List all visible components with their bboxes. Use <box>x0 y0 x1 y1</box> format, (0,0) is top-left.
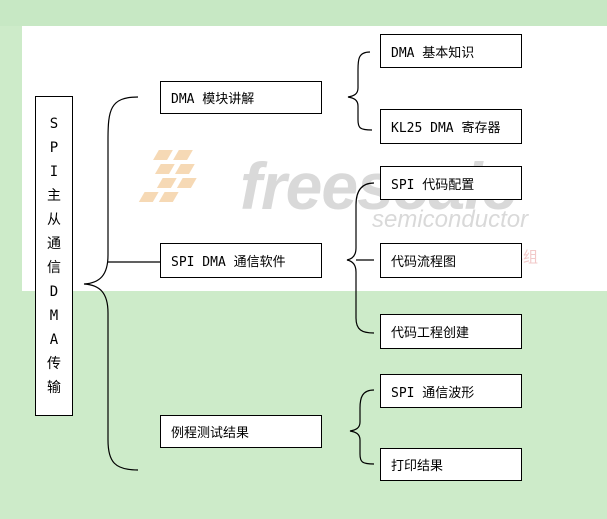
branch3-brace <box>349 389 375 465</box>
branch2-brace <box>346 182 375 334</box>
leaf-node-print-results: 打印结果 <box>380 448 522 481</box>
root-char: I <box>49 164 59 180</box>
root-char: P <box>49 140 59 156</box>
leaf-node-spi-code-config: SPI 代码配置 <box>380 166 522 200</box>
root-char: D <box>49 284 59 300</box>
root-char: A <box>49 332 59 348</box>
root-node: S P I 主 从 通 信 D M A 传 输 <box>35 96 73 416</box>
branch1-brace <box>347 51 373 131</box>
root-char: 从 <box>47 212 61 228</box>
root-char: 信 <box>47 260 61 276</box>
branch-node-spi-dma-software: SPI DMA 通信软件 <box>160 243 322 278</box>
leaf-node-kl25-dma-registers: KL25 DMA 寄存器 <box>380 109 522 144</box>
branch-node-dma-module: DMA 模块讲解 <box>160 81 322 114</box>
top-green-strip <box>0 0 607 26</box>
root-brace <box>83 96 139 471</box>
root-char: 主 <box>47 188 61 204</box>
leaf-node-code-project-creation: 代码工程创建 <box>380 314 522 349</box>
root-char: 通 <box>47 236 61 252</box>
root-char: 输 <box>47 380 61 396</box>
root-char: M <box>49 308 59 324</box>
leaf-node-code-flowchart: 代码流程图 <box>380 243 522 278</box>
leaf-node-dma-basics: DMA 基本知识 <box>380 34 522 68</box>
root-char: 传 <box>47 356 61 372</box>
branch-node-test-results: 例程测试结果 <box>160 415 322 448</box>
root-char: S <box>49 116 59 132</box>
leaf-node-spi-waveform: SPI 通信波形 <box>380 374 522 408</box>
